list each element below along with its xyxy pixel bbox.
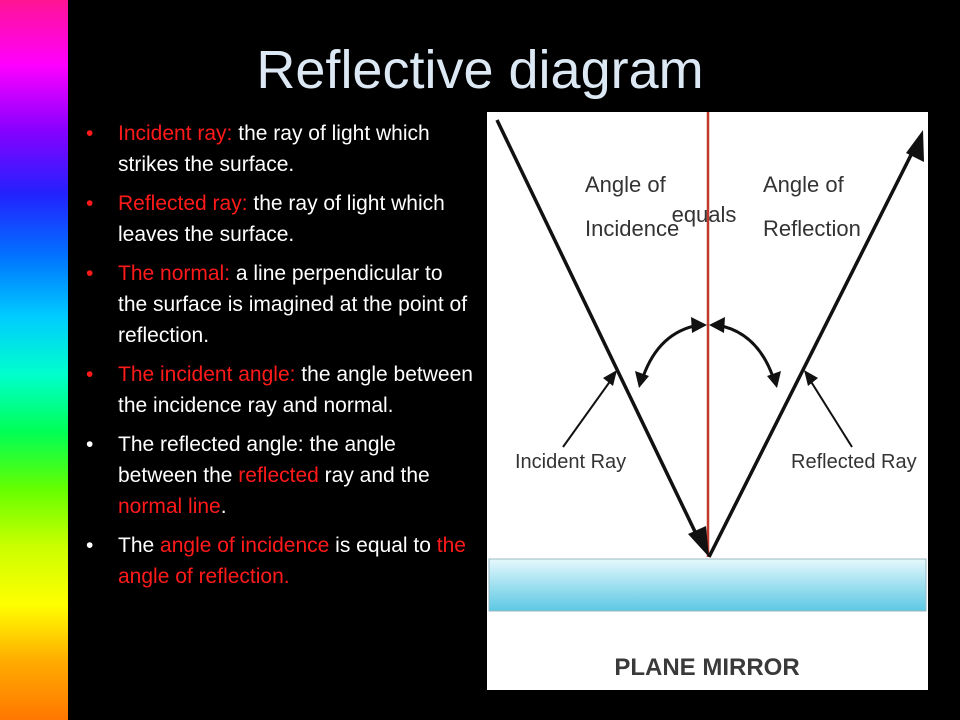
reflected-ray-line — [707, 146, 917, 558]
bullet-text: the ray of light which leaves the surfac… — [118, 192, 445, 246]
bullet-text: The — [118, 534, 161, 557]
bullet-text: is equal to — [329, 534, 437, 557]
bullet-equal-angles: • The angle of incidence is equal to the … — [84, 530, 476, 592]
label-reflected-ray: Reflected Ray — [791, 451, 917, 473]
bullet-term: Incident ray: — [118, 122, 233, 145]
bullet-term: The incident angle: — [118, 363, 296, 386]
label-plane-mirror: PLANE MIRROR — [614, 654, 799, 681]
label-angle-of-incidence-line2: Incidence — [585, 216, 679, 241]
bullet-text: a line perpendicular to the surface is i… — [118, 262, 468, 347]
bullet-dot: • — [86, 363, 94, 386]
incident-ray-arrowhead — [688, 526, 709, 557]
bullet-text: the ray of light which strikes the surfa… — [118, 122, 430, 176]
bullet-term: Reflected ray: — [118, 192, 248, 215]
reflection-arc-tail-arrowhead — [767, 371, 781, 388]
bullet-normal: • The normal: a line perpendicular to the… — [84, 258, 476, 351]
bullet-text: ray and the — [318, 464, 430, 487]
bullet-dot: • — [86, 122, 94, 145]
label-angle-of-reflection-line1: Angle of — [763, 172, 845, 197]
incident-ray-pointer — [562, 379, 612, 448]
reflection-arc-arrowhead — [709, 317, 725, 333]
bullet-text: . — [220, 495, 227, 518]
bullet-reflected-angle: • The reflected angle: the angle between … — [84, 429, 476, 522]
label-angle-of-incidence-line1: Angle of — [585, 172, 667, 197]
bullet-dot: • — [86, 433, 94, 456]
bullet-highlight: reflected — [238, 464, 319, 487]
bullet-reflected-ray: • Reflected ray: the ray of light which l… — [84, 188, 476, 250]
bullet-incident-ray: • Incident ray: the ray of light which st… — [84, 118, 476, 180]
incident-ray-line — [495, 119, 701, 541]
label-equals: equals — [672, 202, 737, 227]
label-angle-of-reflection-line2: Reflection — [763, 216, 861, 241]
reflection-angle-arc — [716, 323, 775, 378]
reflection-diagram: Angle of Incidence equals Angle of Refle… — [487, 112, 928, 690]
bullet-highlight: normal line — [118, 495, 221, 518]
slide-title: Reflective diagram — [256, 40, 704, 100]
incident-pointer-arrowhead — [603, 370, 617, 386]
incidence-arc-arrowhead — [691, 317, 707, 333]
reflected-ray-pointer — [809, 379, 853, 448]
bullet-dot: • — [86, 534, 94, 557]
bullet-list: • Incident ray: the ray of light which st… — [84, 118, 476, 600]
reflected-pointer-arrowhead — [804, 370, 818, 386]
bullet-text: the angle between the incidence ray and … — [118, 363, 473, 417]
reflection-diagram-svg: Angle of Incidence equals Angle of Refle… — [488, 112, 927, 681]
incidence-arc-tail-arrowhead — [635, 371, 649, 388]
bullet-text: The reflected angle: the angle between t… — [118, 433, 396, 487]
bullet-dot: • — [86, 262, 94, 285]
bullet-dot: • — [86, 192, 94, 215]
bullet-highlight: angle of incidence — [160, 534, 330, 557]
rainbow-side-bar — [0, 0, 68, 720]
label-incident-ray: Incident Ray — [515, 451, 626, 473]
bullet-highlight: the angle of reflection. — [118, 534, 466, 588]
bullet-term: The normal: — [118, 262, 231, 285]
incidence-angle-arc — [641, 323, 700, 378]
plane-mirror — [488, 558, 927, 612]
reflected-ray-arrowhead — [906, 130, 924, 162]
bullet-incident-angle: • The incident angle: the angle between t… — [84, 359, 476, 421]
